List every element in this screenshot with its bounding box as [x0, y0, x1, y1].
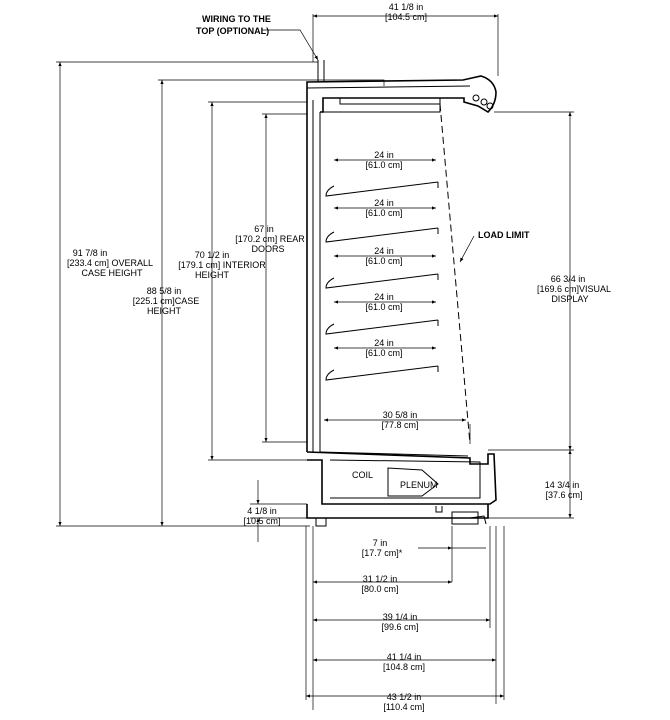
plenum-label: PLENUM [400, 480, 438, 490]
depth-43-metric: [110.4 cm] [383, 702, 424, 712]
case-height-l1: 88 5/8 in [147, 286, 182, 296]
front-base-height-imperial: 14 3/4 in [545, 480, 580, 490]
visual-display-l3: DISPLAY [551, 294, 588, 304]
shelf-1-imperial: 24 in [374, 150, 394, 160]
overall-height-l1: 91 7/8 in [73, 248, 108, 258]
depth-31-imperial: 31 1/2 in [363, 574, 398, 584]
wiring-label-line2: TOP (OPTIONAL) [196, 26, 269, 36]
overall-height-l2: [233.4 cm] OVERALL [67, 258, 153, 268]
case-outline [306, 60, 497, 527]
load-limit-label: LOAD LIMIT [478, 230, 530, 240]
shelf-4-metric: [61.0 cm] [365, 302, 402, 312]
base-height-metric: [10.5 cm] [243, 516, 280, 526]
shelf-1-metric: [61.0 cm] [365, 160, 402, 170]
depth-41-metric: [104.8 cm] [383, 662, 425, 672]
depth-41-imperial: 41 1/4 in [387, 652, 422, 662]
base-height-imperial: 4 1/8 in [247, 506, 277, 516]
shelf-2-imperial: 24 in [374, 198, 394, 208]
visual-display-l1: 66 3/4 in [551, 274, 586, 284]
shelf-2-metric: [61.0 cm] [365, 208, 402, 218]
depth-39-metric: [99.6 cm] [381, 622, 418, 632]
deck-depth-imperial: 30 5/8 in [383, 410, 418, 420]
rear-doors-l1: 67 in [254, 224, 274, 234]
depth-43-imperial: 43 1/2 in [387, 692, 422, 702]
coil-label: COIL [352, 470, 373, 480]
interior-height-l3: HEIGHT [195, 270, 230, 280]
depth-39-imperial: 39 1/4 in [383, 612, 418, 622]
rear-doors-l3: DOORS [251, 244, 284, 254]
case-height-l2: [225.1 cm]CASE [133, 296, 200, 306]
shelves-outline [325, 181, 439, 381]
leg-offset-metric: [17.7 cm]* [362, 548, 403, 558]
shelf-3-metric: [61.0 cm] [365, 256, 402, 266]
overall-depth-top-metric: [104.5 cm] [385, 12, 427, 22]
load-limit-line [439, 103, 471, 445]
visual-display-l2: [169.6 cm]VISUAL [537, 284, 611, 294]
interior-height-l2: [179.1 cm] INTERIOR [178, 260, 266, 270]
case-height-l3: HEIGHT [147, 306, 182, 316]
front-base-height-metric: [37.6 cm] [545, 490, 582, 500]
shelf-5-imperial: 24 in [374, 338, 394, 348]
depth-31-metric: [80.0 cm] [361, 584, 398, 594]
wiring-label-line1: WIRING TO THE [202, 14, 271, 24]
rear-doors-l2: [170.2 cm] REAR [235, 234, 305, 244]
overall-height-l3: CASE HEIGHT [81, 268, 143, 278]
leg-offset-imperial: 7 in [373, 538, 388, 548]
shelf-5-metric: [61.0 cm] [365, 348, 402, 358]
deck-depth-metric: [77.8 cm] [381, 420, 418, 430]
shelf-3-imperial: 24 in [374, 246, 394, 256]
interior-height-l1: 70 1/2 in [195, 250, 230, 260]
overall-depth-top-imperial: 41 1/8 in [389, 2, 424, 12]
shelf-4-imperial: 24 in [374, 292, 394, 302]
